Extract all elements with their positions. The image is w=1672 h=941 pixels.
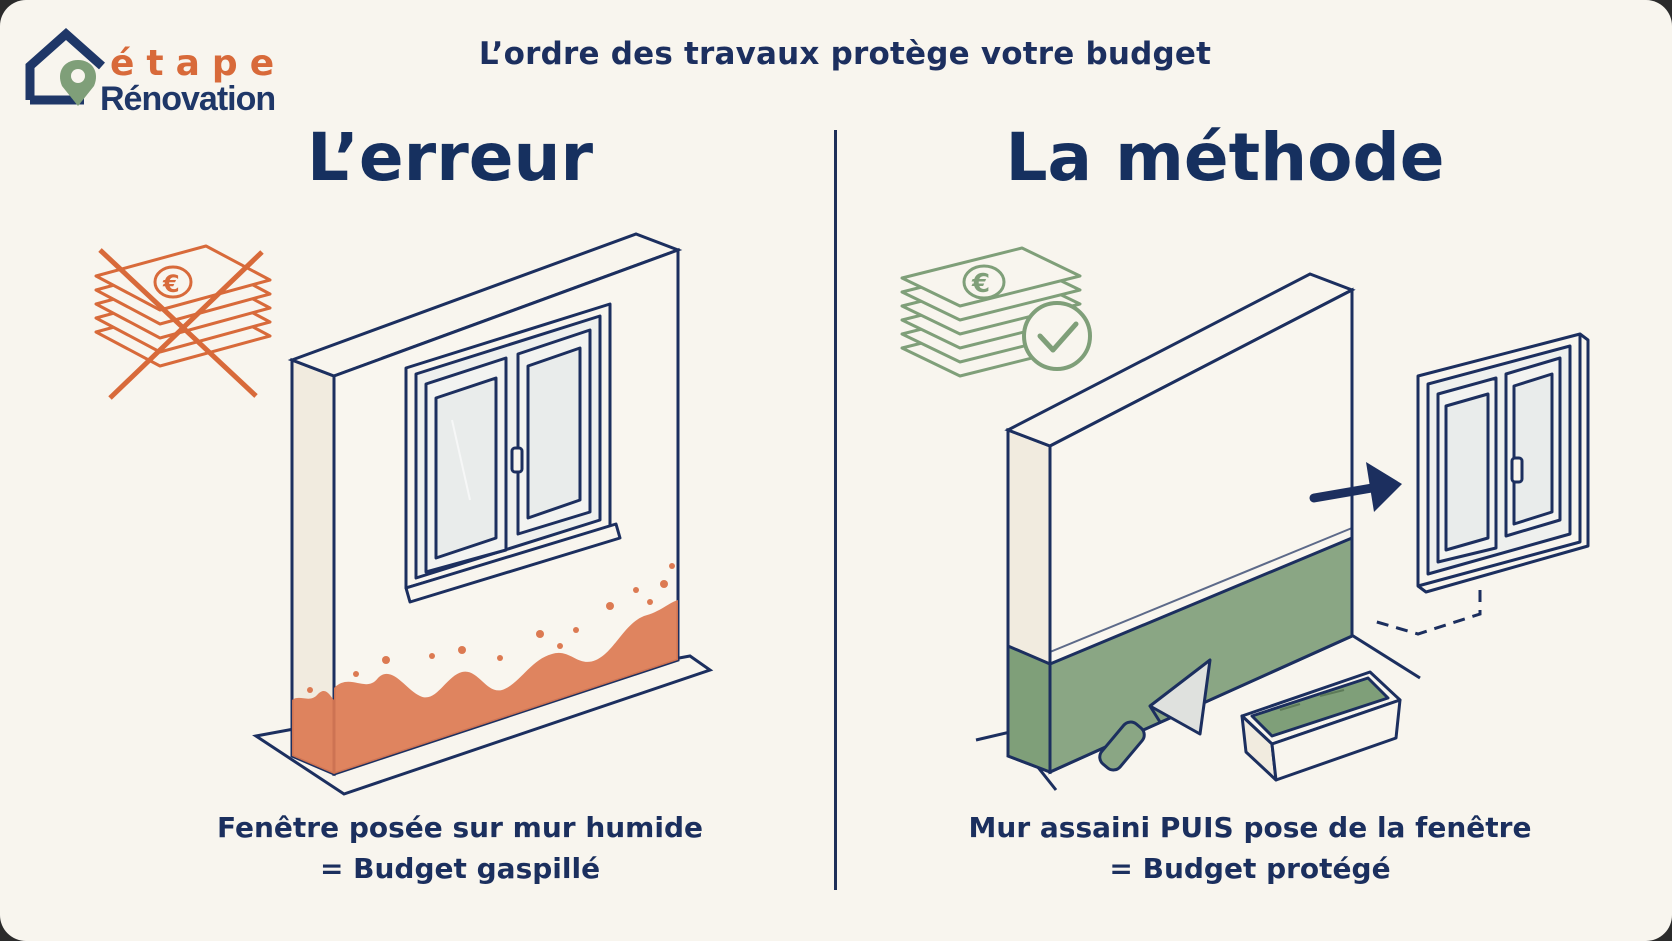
panel-title-method: La méthode xyxy=(1005,119,1445,196)
panel-divider xyxy=(834,130,837,890)
svg-text:€: € xyxy=(971,269,990,299)
sanitized-wall-band-side xyxy=(1006,643,1052,775)
caption-method-line1: Mur assaini PUIS pose de la fenêtre xyxy=(968,811,1532,844)
caption-method: Mur assaini PUIS pose de la fenêtre = Bu… xyxy=(920,808,1580,889)
logo-word-etape: étape xyxy=(110,43,287,84)
house-pin-logo-icon xyxy=(25,27,105,106)
svg-text:€: € xyxy=(162,270,180,298)
humidity-stain-side xyxy=(292,690,334,774)
caption-method-line2: = Budget protégé xyxy=(1109,851,1391,885)
crossed-money-icon: € xyxy=(94,244,272,400)
caption-mistake-line2: = Budget gaspillé xyxy=(319,851,601,885)
panel-title-mistake: L’erreur xyxy=(306,119,594,196)
validated-money-icon: € xyxy=(900,246,1092,378)
install-guide-dashed xyxy=(1369,590,1482,636)
trowel-icon xyxy=(1098,658,1212,772)
caption-mistake: Fenêtre posée sur mur humide = Budget ga… xyxy=(120,808,800,889)
page-title: L’ordre des travaux protège votre budget xyxy=(478,36,1212,72)
arrow-right-icon xyxy=(1309,462,1402,512)
band-line xyxy=(1049,527,1353,653)
humidity-drops xyxy=(307,563,675,693)
humidity-stain xyxy=(334,600,678,774)
right-floor-edge-back xyxy=(1349,632,1421,680)
caption-mistake-line1: Fenêtre posée sur mur humide xyxy=(216,811,703,844)
mortar-tray-icon xyxy=(1240,670,1402,782)
logo-word-renovation: Rénovation xyxy=(100,80,276,118)
right-window xyxy=(1416,332,1590,594)
left-window xyxy=(404,302,622,604)
logo: étape Rénovation xyxy=(24,26,304,122)
